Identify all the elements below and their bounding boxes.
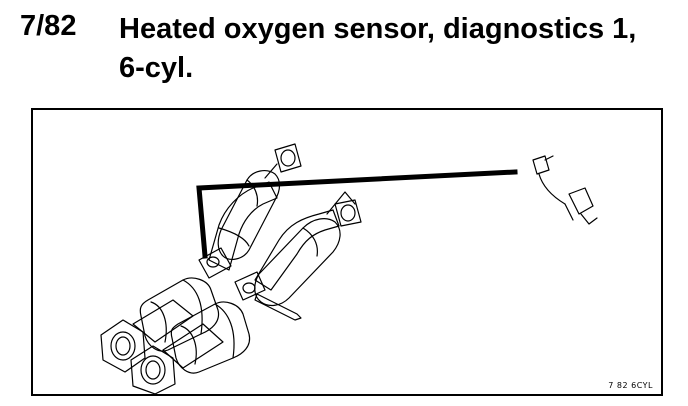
oxygen-sensor-part bbox=[532, 155, 598, 225]
sensor-boss-upper bbox=[198, 247, 232, 279]
front-flange-right bbox=[130, 345, 176, 394]
illustration-frame: 7 82 6CYL bbox=[31, 108, 663, 396]
pointer-line bbox=[196, 169, 518, 259]
section-reference: 7/82 bbox=[20, 10, 77, 42]
title-line-2: 6-cyl. bbox=[119, 52, 194, 84]
catalytic-converter-right bbox=[170, 301, 251, 374]
front-flange-left bbox=[100, 319, 146, 373]
figure-code: 7 82 6CYL bbox=[608, 381, 653, 390]
page-title: Heated oxygen sensor, diagnostics 1, 6-c… bbox=[119, 10, 679, 88]
exhaust-pipe-right bbox=[254, 191, 362, 307]
exhaust-pipe-left bbox=[208, 143, 302, 271]
catalytic-converter-left bbox=[139, 277, 220, 352]
page-header: 7/82 Heated oxygen sensor, diagnostics 1… bbox=[0, 0, 688, 100]
exhaust-illustration bbox=[100, 143, 598, 394]
title-line-1: Heated oxygen sensor, diagnostics 1, bbox=[119, 13, 637, 45]
